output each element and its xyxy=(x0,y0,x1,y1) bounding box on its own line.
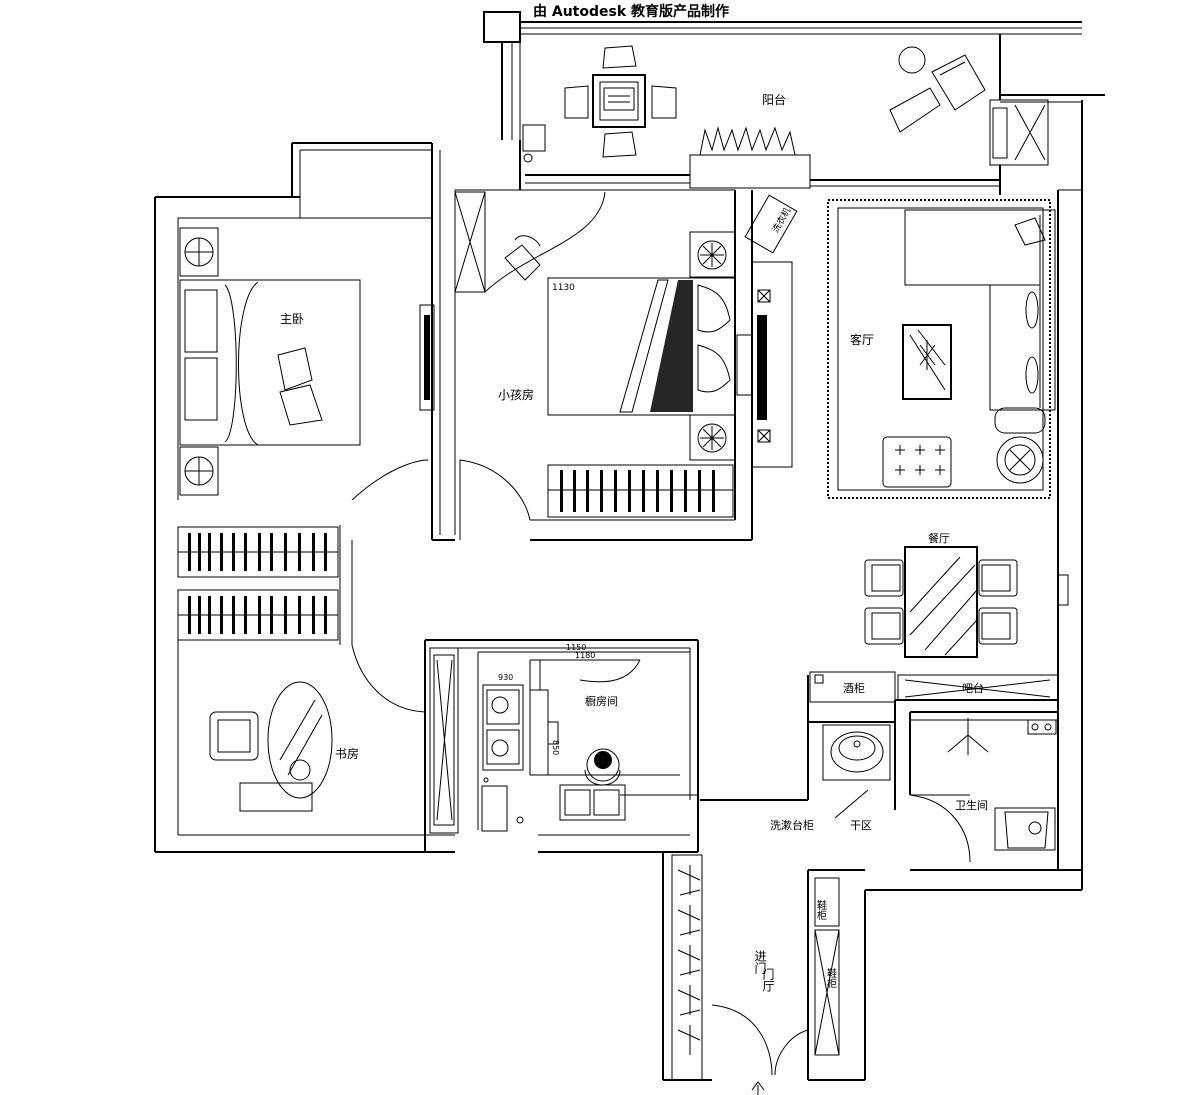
room-label-master-bedroom: 主卧 xyxy=(280,312,304,326)
study-desk xyxy=(239,681,333,812)
master-tv-unit xyxy=(419,304,435,411)
master-bed xyxy=(179,279,361,446)
entry-arrow-icon xyxy=(751,1081,765,1095)
lounge-chair xyxy=(889,54,986,133)
room-label-entrance-line2: 门厅 xyxy=(761,967,775,992)
balcony-knob xyxy=(523,153,533,163)
label-washbasin-cabinet: 洗漱台柜 xyxy=(770,818,814,832)
balcony-round-table xyxy=(898,46,926,74)
dining-chairs xyxy=(864,559,1018,645)
kitchen-walls xyxy=(424,639,699,852)
toilet xyxy=(994,807,1056,851)
dining-table xyxy=(904,546,978,658)
sofa xyxy=(904,209,1056,434)
balcony-tea-table xyxy=(592,74,646,128)
second-nightstands xyxy=(689,231,736,461)
hall-partition xyxy=(339,459,429,645)
room-label-dry-area: 干区 xyxy=(850,819,872,832)
dimension-1150: 1150 xyxy=(566,643,586,652)
room-label-balcony: 阳台 xyxy=(762,92,786,107)
dimension-1130: 1130 xyxy=(552,283,575,293)
balcony-cushions xyxy=(564,45,677,158)
balcony-side-closet xyxy=(989,99,1049,166)
sink xyxy=(559,784,626,821)
label-shoe-cabinet-top: 鞋柜 xyxy=(815,899,827,921)
shoe-cabinet xyxy=(814,877,840,1056)
washbasin xyxy=(822,724,891,781)
room-label-kitchen: 橱房间 xyxy=(585,694,618,708)
leader-washbasin xyxy=(834,789,869,819)
dimension-930: 930 xyxy=(498,673,513,682)
balcony-area xyxy=(483,11,1105,195)
dimension-850: 850 xyxy=(551,740,560,755)
label-washing-machine: 洗衣机 xyxy=(769,205,793,234)
living-tv-wall xyxy=(736,261,793,468)
study-walls xyxy=(155,640,698,853)
living-room-walls xyxy=(1057,100,1083,890)
coffee-table xyxy=(902,324,952,400)
second-bedroom-closet xyxy=(454,191,606,293)
dimension-1180: 1180 xyxy=(575,651,595,660)
wardrobe-lower xyxy=(177,589,339,641)
ottoman xyxy=(882,436,952,488)
kitchen-door xyxy=(481,777,698,832)
label-bar-counter: 吧台 xyxy=(962,681,984,695)
bathroom-walls xyxy=(700,675,1082,891)
wardrobe-upper xyxy=(177,526,339,578)
round-side-table xyxy=(996,436,1044,484)
room-label-entrance-line1: 进门 xyxy=(753,950,767,974)
entrance-plants xyxy=(677,865,701,1055)
kitchen-figure xyxy=(584,748,621,786)
bar-counter: 吧台 xyxy=(897,674,1059,701)
master-nightstands xyxy=(179,227,219,496)
label-shoe-cabinet-bottom: 鞋柜 xyxy=(825,967,837,989)
label-wine-cabinet: 酒柜 xyxy=(843,682,865,695)
room-label-living-room: 客厅 xyxy=(850,332,874,347)
master-bedroom-walls xyxy=(154,142,432,852)
room-label-second-bedroom: 小孩房 xyxy=(498,387,534,402)
kitchen-pantry xyxy=(429,647,459,834)
second-bed xyxy=(547,277,736,416)
stove xyxy=(482,684,524,771)
desk-chair xyxy=(504,235,541,281)
shower xyxy=(947,718,1057,755)
planter xyxy=(689,126,811,189)
study-chair xyxy=(209,711,259,761)
entrance-walls xyxy=(662,852,866,1081)
balcony-cabinet xyxy=(522,124,546,152)
autodesk-watermark: 由 Autodesk 教育版产品制作 xyxy=(533,3,729,20)
second-bedroom-wardrobe xyxy=(547,464,734,518)
room-label-dining-room: 餐厅 xyxy=(928,531,950,545)
second-bedroom-walls xyxy=(431,140,753,541)
kitchen-counter xyxy=(529,659,680,776)
wine-cabinet: 酒柜 xyxy=(809,671,896,703)
room-label-study: 书房 xyxy=(335,746,359,761)
room-label-bathroom: 卫生间 xyxy=(955,798,988,812)
living-rug xyxy=(827,199,1051,499)
